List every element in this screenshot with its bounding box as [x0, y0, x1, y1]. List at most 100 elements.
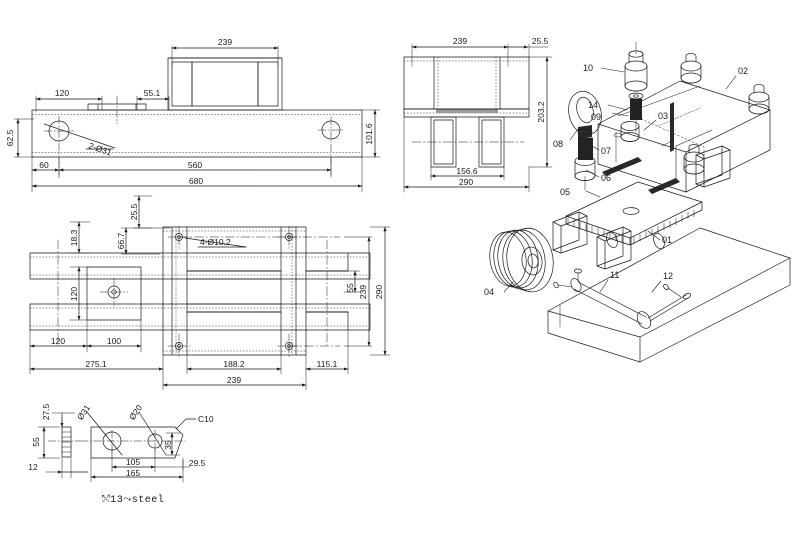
iso-pin-11: [553, 268, 652, 329]
side-elevation-view: [403, 43, 553, 193]
dim-label-pl-18-3: 18.3: [69, 229, 79, 246]
leader-front-holes: [43, 123, 116, 150]
callout-label-11: 11: [610, 270, 619, 280]
plan-cross-frame: [162, 226, 307, 356]
dim-label-pl-100: 100: [107, 336, 121, 346]
dim-label-pl-120-vert: 120: [69, 287, 79, 301]
iso-pulley-04: [489, 227, 554, 293]
iso-callout-leaders: [503, 67, 737, 293]
callout-label-05: 05: [560, 187, 570, 197]
note-label-d13-chamfer: C10: [198, 414, 214, 424]
dim-label-pl-239-horiz: 239: [227, 375, 241, 385]
dim-label-se-239: 239: [453, 36, 467, 46]
dim-label-pl-25-5: 25.5: [129, 203, 139, 220]
dim-label-fe-55-1: 55.1: [144, 88, 161, 98]
front-right-hole: [317, 116, 345, 178]
dim-label-pl-115-1: 115.1: [317, 359, 338, 369]
dim-label-d13-35: 35: [163, 440, 173, 450]
dim-label-pl-290: 290: [374, 285, 384, 299]
callout-label-03: 03: [658, 111, 668, 121]
iso-clevis-right: [596, 226, 632, 270]
iso-stud-07: [577, 137, 594, 160]
callout-label-07: 07: [601, 146, 611, 156]
dim-side-203-2: [528, 56, 553, 168]
dim-label-fe-560: 560: [188, 160, 202, 170]
dim-label-pl-120-horiz: 120: [51, 336, 65, 346]
dim-plan-66-7: [120, 227, 161, 255]
callout-label-01: 01: [662, 235, 672, 245]
iso-boss-4: [620, 121, 640, 142]
dim-label-d13-12: 12: [28, 462, 38, 472]
callout-label-12: 12: [663, 271, 673, 281]
callout-label-08: 08: [553, 139, 563, 149]
front-top-housing: [167, 57, 283, 111]
iso-splitpin-12: [647, 284, 692, 322]
callout-label-14: 14: [588, 100, 598, 110]
callout-label-02: 02: [738, 66, 748, 76]
callout-label-10: 10: [583, 63, 593, 73]
dim-label-fe-60: 60: [39, 160, 49, 170]
iso-fastener-10: [624, 41, 648, 92]
dim-label-fe-101-6: 101.6: [364, 123, 374, 145]
dim-side-25-5: [507, 43, 549, 59]
callout-label-06: 06: [601, 173, 611, 183]
dim-label-d13-105: 105: [126, 457, 140, 467]
dim-label-se-156-6: 156.6: [456, 166, 478, 176]
dim-front-62-5: [13, 118, 35, 158]
dim-label-pl-275-1: 275.1: [85, 359, 107, 369]
dim-label-pl-55: 55: [345, 283, 355, 293]
dim-plan-120-100: [29, 319, 142, 353]
dim-plan-120-vert: [69, 266, 91, 321]
iso-boss-2: [683, 144, 705, 175]
plan-center-pad: [86, 266, 142, 321]
dim-front-239: [171, 45, 279, 67]
dim-plan-239-horiz: [162, 373, 307, 391]
iso-clevis-left: [552, 211, 588, 254]
dim-label-d13-29-5: 29.5: [189, 458, 206, 468]
iso-boss-3: [748, 84, 770, 115]
dim-label-d13-55: 55: [31, 437, 41, 447]
dim-plan-188-2: [186, 354, 282, 375]
iso-serrated-rail: [602, 107, 701, 194]
iso-plate-05: [565, 181, 703, 246]
detail-part13-view: [37, 411, 197, 483]
dim-label-fe-62-5: 62.5: [5, 129, 15, 146]
dim-d13-27-5: [51, 412, 76, 429]
dim-plan-275-1: [29, 351, 164, 375]
note-label-4-dia10-2: 4-Ø10.2: [200, 237, 231, 247]
iso-bolt-09: [629, 98, 643, 133]
callout-label-04: 04: [484, 287, 494, 297]
dim-label-se-290: 290: [459, 177, 473, 187]
dim-label-se-25-5: 25.5: [532, 36, 549, 46]
dim-d13-55: [37, 426, 61, 459]
callout-label-09: 09: [591, 112, 601, 122]
front-elevation-view: [13, 45, 381, 193]
dim-front-120: [35, 95, 103, 113]
iso-clevis-far: [695, 145, 731, 188]
dim-side-156-6: [430, 166, 505, 181]
dim-label-fe-680: 680: [189, 176, 203, 186]
dim-label-fe-239: 239: [218, 37, 232, 47]
dim-label-d13-27-5: 27.5: [41, 403, 51, 420]
iso-serrated-post-a: [661, 102, 675, 152]
detail-part13-caption: ⤲13⤳steel: [101, 494, 165, 506]
dim-d13-29-5: [154, 459, 191, 471]
leader-plan-holes: [184, 237, 247, 248]
dim-front-101-6: [359, 109, 381, 158]
dim-plan-290: [369, 226, 391, 356]
dim-label-pl-66-7: 66.7: [116, 232, 126, 249]
iso-boss-1: [680, 53, 702, 84]
dim-d13-105: [111, 449, 156, 473]
dim-label-se-203-2: 203.2: [536, 101, 546, 123]
dim-d13-12: [45, 457, 89, 479]
iso-sleeve-06: [574, 156, 596, 191]
plan-hole-bl: [167, 333, 191, 359]
isometric-assembly-view: [489, 41, 791, 363]
dim-label-pl-188-2: 188.2: [223, 359, 245, 369]
plan-view: [29, 195, 391, 391]
dim-plan-239-vert: [343, 236, 373, 347]
dim-front-55-1: [136, 95, 170, 111]
